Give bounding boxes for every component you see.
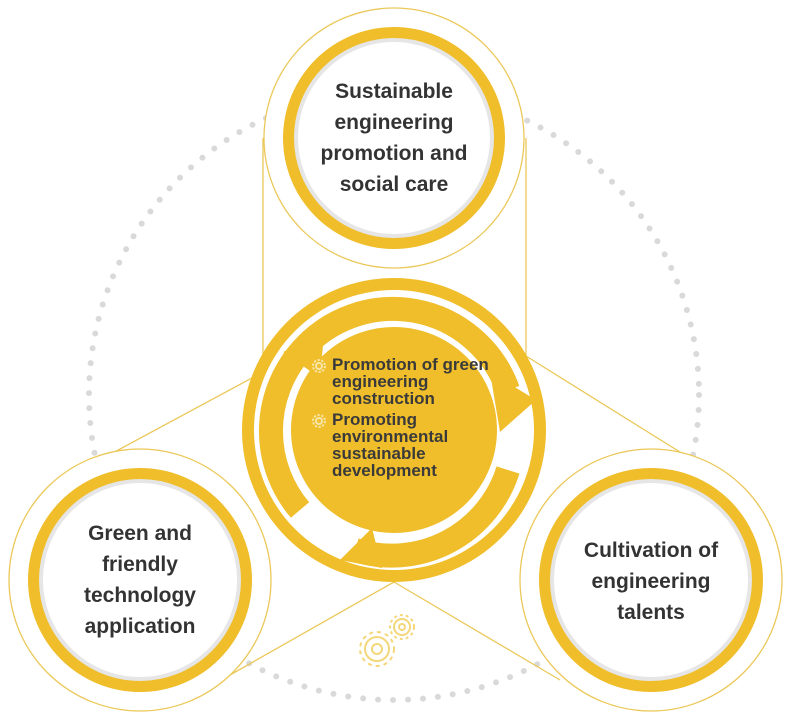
- cycle-arrows-icon: [259, 296, 536, 568]
- gear-icon: [312, 359, 326, 373]
- node-left-circle: [8, 448, 272, 712]
- center-item: Promoting environmental sustainable deve…: [310, 411, 500, 479]
- node-right-circle: [519, 448, 783, 712]
- center-hub: [242, 278, 546, 582]
- connector-lines: [95, 138, 697, 681]
- center-bullet-list: Promotion of green engineering construct…: [310, 356, 500, 483]
- node-label-top: Sustainable engineering promotion and so…: [320, 80, 468, 196]
- center-item-text: Promotion of green engineering construct…: [332, 355, 489, 408]
- gear-icon: [312, 414, 326, 428]
- node-label-right: Cultivation of engineering talents: [583, 538, 719, 624]
- gears-icon: [359, 614, 415, 667]
- node-top-circle: [263, 7, 525, 269]
- center-item: Promotion of green engineering construct…: [310, 356, 500, 407]
- node-label-left: Green and friendly technology applicatio…: [83, 522, 196, 638]
- dotted-background-circle: [86, 87, 702, 703]
- center-item-text: Promoting environmental sustainable deve…: [332, 410, 449, 480]
